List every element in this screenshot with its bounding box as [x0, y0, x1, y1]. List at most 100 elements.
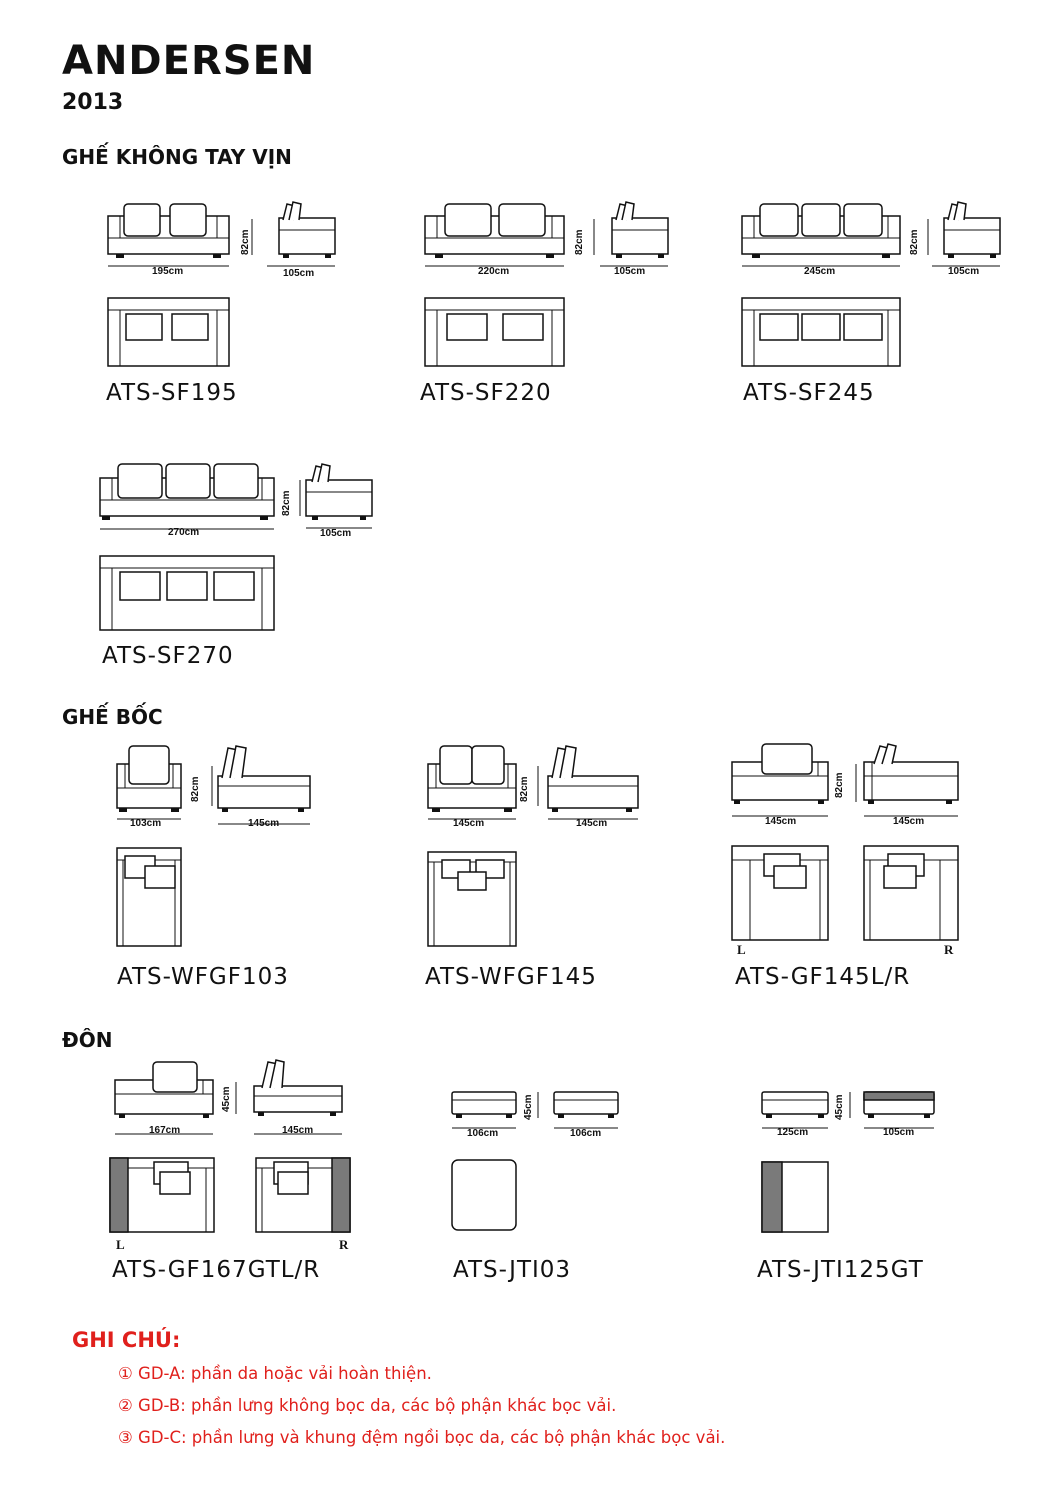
wfgf103-side-view	[216, 742, 312, 812]
wfgf103-depth-line	[216, 820, 312, 828]
jti03-front-view	[450, 1090, 518, 1118]
gf167-width-label: 167cm	[149, 1125, 181, 1136]
wfgf145-top-view	[426, 850, 518, 948]
product-code-wfgf103: ATS-WFGF103	[117, 964, 289, 990]
jti03-depth-line	[552, 1124, 620, 1132]
gf167-depth-line	[252, 1130, 344, 1138]
section-title-corner: GHẾ BỐC	[62, 705, 163, 729]
product-code-sf195: ATS-SF195	[106, 380, 238, 406]
sf270-depth-line	[304, 524, 376, 532]
jti125-depth-line	[862, 1124, 936, 1132]
wfgf103-height-marker	[200, 764, 214, 808]
sf195-height-marker	[240, 217, 254, 257]
gf145-side-view	[862, 740, 960, 804]
gf167-left-top-view	[108, 1156, 216, 1234]
product-code-wfgf145: ATS-WFGF145	[425, 964, 597, 990]
sf195-width-label: 195cm	[152, 266, 184, 277]
sf270-width-line	[98, 525, 276, 533]
sf195-height-label: 82cm	[240, 229, 251, 255]
gf167-right-label: R	[339, 1237, 349, 1252]
jti125-height-label: 45cm	[834, 1094, 845, 1120]
sf270-top-view	[98, 554, 276, 632]
gf167-depth-label: 145cm	[282, 1125, 314, 1136]
gf145-right-label: R	[944, 942, 954, 957]
wfgf145-width-line	[426, 815, 518, 823]
sf270-width-label: 270cm	[168, 527, 200, 538]
product-code-jti03: ATS-JTI03	[453, 1257, 572, 1283]
wfgf103-front-view	[115, 742, 183, 812]
sf195-front-view	[106, 200, 231, 258]
sf270-depth-label: 105cm	[320, 528, 352, 539]
sf245-front-view	[740, 200, 902, 258]
sf220-depth-label: 105cm	[614, 266, 646, 277]
jti03-height-marker	[526, 1090, 540, 1120]
sf195-side-view	[265, 200, 337, 258]
catalog-year: 2013	[62, 90, 124, 115]
wfgf103-width-label: 103cm	[130, 818, 162, 829]
wfgf145-depth-label: 145cm	[576, 818, 608, 829]
sf220-height-marker	[582, 217, 596, 257]
sf270-height-marker	[288, 478, 302, 518]
gf145-height-label: 82cm	[834, 772, 845, 798]
sf195-width-line	[106, 262, 231, 270]
sf220-width-line	[423, 262, 566, 270]
jti125-side-view	[862, 1090, 936, 1118]
sf220-top-view	[423, 296, 566, 368]
jti125-front-view	[760, 1090, 830, 1118]
note-item-gd-b: ② GD-B: phần lưng không bọc da, các bộ p…	[118, 1396, 617, 1415]
wfgf145-width-label: 145cm	[453, 818, 485, 829]
gf167-height-label: 45cm	[221, 1086, 232, 1112]
gf145-height-marker	[844, 762, 858, 804]
sf270-side-view	[304, 462, 376, 520]
product-code-sf245: ATS-SF245	[743, 380, 875, 406]
wfgf103-height-label: 82cm	[190, 776, 201, 802]
gf145-depth-label: 145cm	[893, 816, 925, 827]
gf167-left-label: L	[116, 1237, 125, 1252]
sf195-top-view	[106, 296, 231, 368]
note-item-gd-a: ① GD-A: phần da hoặc vải hoàn thiện.	[118, 1364, 432, 1383]
jti03-depth-label: 106cm	[570, 1128, 602, 1139]
note-item-gd-c: ③ GD-C: phần lưng và khung đệm ngồi bọc …	[118, 1428, 726, 1447]
wfgf145-height-marker	[526, 764, 540, 808]
gf145-width-line	[730, 812, 830, 820]
sf220-height-label: 82cm	[574, 229, 585, 255]
sf245-height-marker	[916, 217, 930, 257]
wfgf103-top-view	[115, 846, 183, 948]
product-code-sf270: ATS-SF270	[102, 643, 234, 669]
gf145-front-view	[730, 740, 830, 804]
gf167-height-marker	[224, 1080, 238, 1116]
gf167-front-view	[113, 1058, 215, 1118]
sf195-depth-line	[265, 262, 337, 270]
jti125-depth-label: 105cm	[883, 1127, 915, 1138]
sf220-front-view	[423, 200, 566, 258]
sf245-depth-label: 105cm	[948, 266, 980, 277]
jti03-width-line	[450, 1124, 518, 1132]
sf220-depth-line	[598, 262, 670, 270]
sf195-depth-label: 105cm	[283, 268, 315, 279]
gf145-right-top-view	[862, 844, 960, 942]
sf220-width-label: 220cm	[478, 266, 510, 277]
gf145-left-label: L	[737, 942, 746, 957]
section-title-ottoman: ĐÔN	[62, 1028, 113, 1052]
wfgf145-front-view	[426, 742, 518, 812]
sf245-top-view	[740, 296, 902, 368]
sf245-width-line	[740, 262, 902, 270]
sf245-depth-line	[930, 262, 1002, 270]
wfgf145-depth-line	[546, 815, 640, 823]
gf145-depth-line	[862, 812, 960, 820]
section-title-armless: GHẾ KHÔNG TAY VỊN	[62, 145, 292, 169]
gf167-side-view	[252, 1056, 344, 1116]
jti03-width-label: 106cm	[467, 1128, 499, 1139]
wfgf145-height-label: 82cm	[519, 776, 530, 802]
gf145-left-top-view	[730, 844, 830, 942]
jti03-side-view	[552, 1090, 620, 1118]
jti125-top-view	[760, 1160, 830, 1234]
gf167-right-top-view	[254, 1156, 352, 1234]
sf270-front-view	[98, 460, 276, 520]
jti125-width-label: 125cm	[777, 1127, 809, 1138]
jti125-width-line	[760, 1124, 830, 1132]
sf245-side-view	[930, 200, 1002, 258]
notes-title: GHI CHÚ:	[72, 1328, 181, 1352]
product-code-gf167: ATS-GF167GTL/R	[112, 1257, 321, 1283]
sf245-width-label: 245cm	[804, 266, 836, 277]
